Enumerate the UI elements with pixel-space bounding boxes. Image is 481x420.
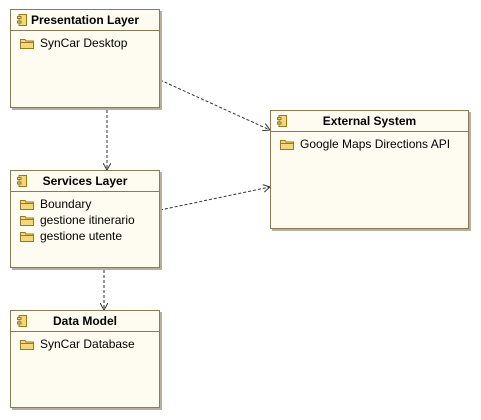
data-model-component[interactable]: Data Model SynCar Database — [10, 310, 160, 408]
data-model-items: SynCar Database — [11, 332, 159, 352]
component-icon — [17, 315, 27, 327]
data-model-header: Data Model — [11, 311, 159, 332]
services-layer-component[interactable]: Services Layer Boundary gestione itinera… — [10, 170, 160, 268]
package-item[interactable]: Boundary — [20, 196, 159, 212]
presentation-layer-component[interactable]: Presentation Layer SynCar Desktop — [10, 9, 160, 108]
folder-icon — [20, 38, 34, 49]
package-item[interactable]: Google Maps Directions API — [280, 136, 468, 152]
folder-icon — [20, 339, 34, 350]
package-label: gestione utente — [40, 229, 123, 243]
package-label: Boundary — [40, 197, 92, 211]
component-icon — [277, 115, 287, 127]
package-item[interactable]: SynCar Database — [20, 336, 159, 352]
presentation-layer-title: Presentation Layer — [30, 13, 140, 27]
services-layer-header: Services Layer — [11, 171, 159, 192]
data-model-title: Data Model — [52, 314, 117, 328]
package-label: Google Maps Directions API — [300, 137, 451, 151]
external-system-title: External System — [322, 114, 417, 128]
folder-icon — [20, 231, 34, 242]
package-item[interactable]: SynCar Desktop — [20, 35, 159, 51]
services-layer-items: Boundary gestione itinerario gestione ut… — [11, 192, 159, 244]
component-icon — [17, 175, 27, 187]
folder-icon — [20, 199, 34, 210]
package-item[interactable]: gestione utente — [20, 228, 159, 244]
dependency-services-to-external[interactable] — [159, 187, 270, 211]
external-system-items: Google Maps Directions API — [271, 132, 468, 152]
folder-icon — [20, 215, 34, 226]
package-label: gestione itinerario — [40, 213, 135, 227]
dependency-presentation-to-external[interactable] — [159, 79, 270, 130]
external-system-component[interactable]: External System Google Maps Directions A… — [270, 110, 469, 229]
component-icon — [17, 14, 27, 26]
package-item[interactable]: gestione itinerario — [20, 212, 159, 228]
services-layer-title: Services Layer — [42, 174, 128, 188]
package-label: SynCar Database — [40, 337, 135, 351]
presentation-layer-items: SynCar Desktop — [11, 31, 159, 51]
presentation-layer-header: Presentation Layer — [11, 10, 159, 31]
folder-icon — [280, 139, 294, 150]
external-system-header: External System — [271, 111, 468, 132]
package-label: SynCar Desktop — [40, 36, 128, 50]
